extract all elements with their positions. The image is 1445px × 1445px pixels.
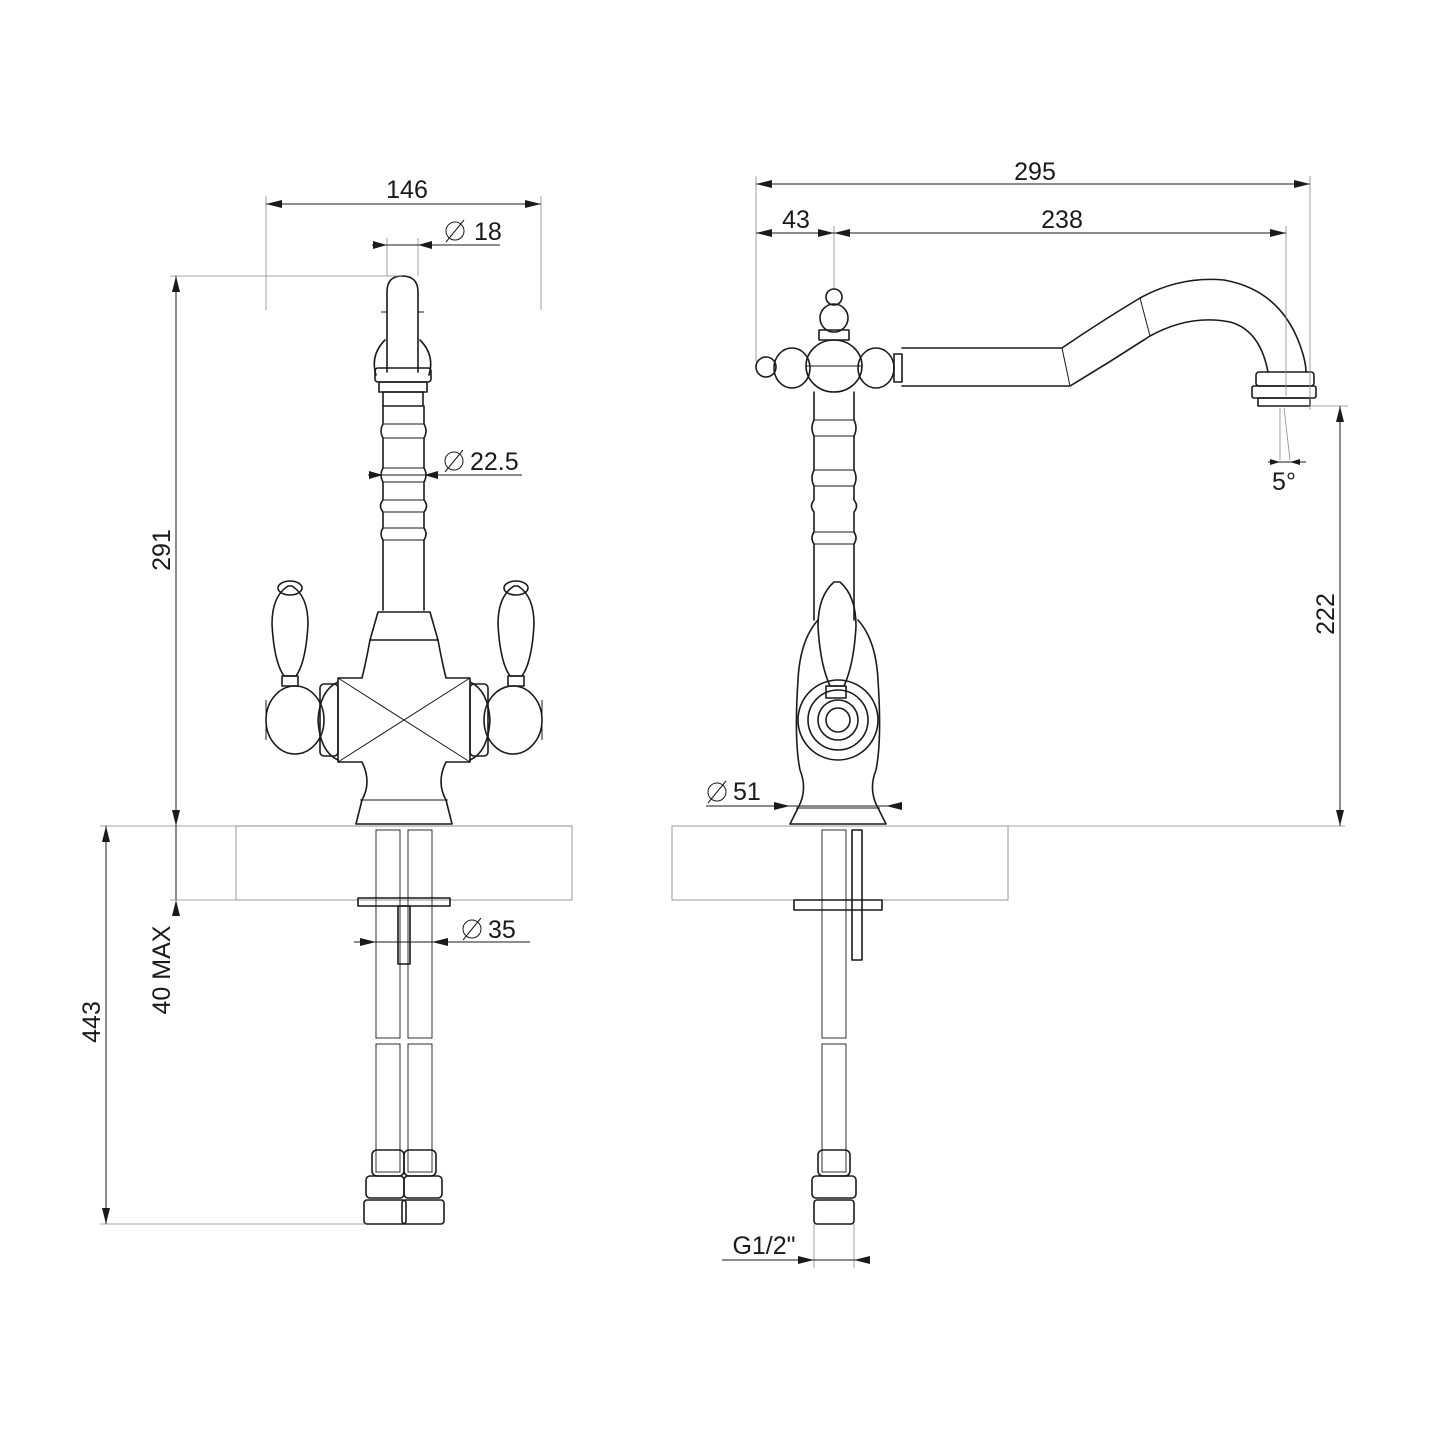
spout-arm-side — [901, 278, 1317, 407]
body-side — [789, 581, 887, 825]
front-dimensions: 146 18 22.5 — [78, 176, 542, 1225]
side-view: 295 43 238 5° 222 — [671, 158, 1348, 1268]
spout-height-label: 222 — [1312, 593, 1340, 635]
hoses-front — [357, 829, 451, 1225]
base-diameter-label: 51 — [733, 778, 761, 806]
spout-front — [373, 275, 432, 407]
front-view: 146 18 22.5 — [78, 176, 573, 1225]
countertop-front — [100, 825, 573, 901]
overall-width-label: 146 — [386, 176, 428, 204]
connection-thread-label: G1/2" — [732, 1232, 795, 1260]
neck-diameter-label: 22.5 — [470, 448, 519, 476]
diameter-icon — [445, 219, 465, 243]
diameter-icon — [707, 780, 727, 804]
lever-handles-front — [271, 580, 535, 687]
hose-length-label: 443 — [78, 1001, 106, 1043]
neck-front — [379, 405, 428, 611]
spout-reach-label: 238 — [1041, 206, 1083, 234]
overall-height-label: 291 — [148, 529, 176, 571]
hose-side — [793, 829, 883, 1225]
diameter-icon — [462, 917, 482, 941]
spout-diameter-label: 18 — [474, 218, 502, 246]
head-side — [755, 288, 903, 393]
hole-diameter-label: 35 — [488, 916, 516, 944]
spout-angle-label: 5° — [1272, 468, 1296, 496]
neck-side — [810, 391, 858, 621]
countertop-side — [671, 825, 1345, 901]
body-front — [265, 611, 543, 825]
overall-reach-label: 295 — [1014, 158, 1056, 186]
diameter-icon — [444, 449, 464, 473]
handle-offset-label: 43 — [782, 206, 810, 234]
side-dimensions: 295 43 238 5° 222 — [706, 158, 1348, 1268]
max-counter-thickness-label: 40 MAX — [148, 925, 176, 1014]
